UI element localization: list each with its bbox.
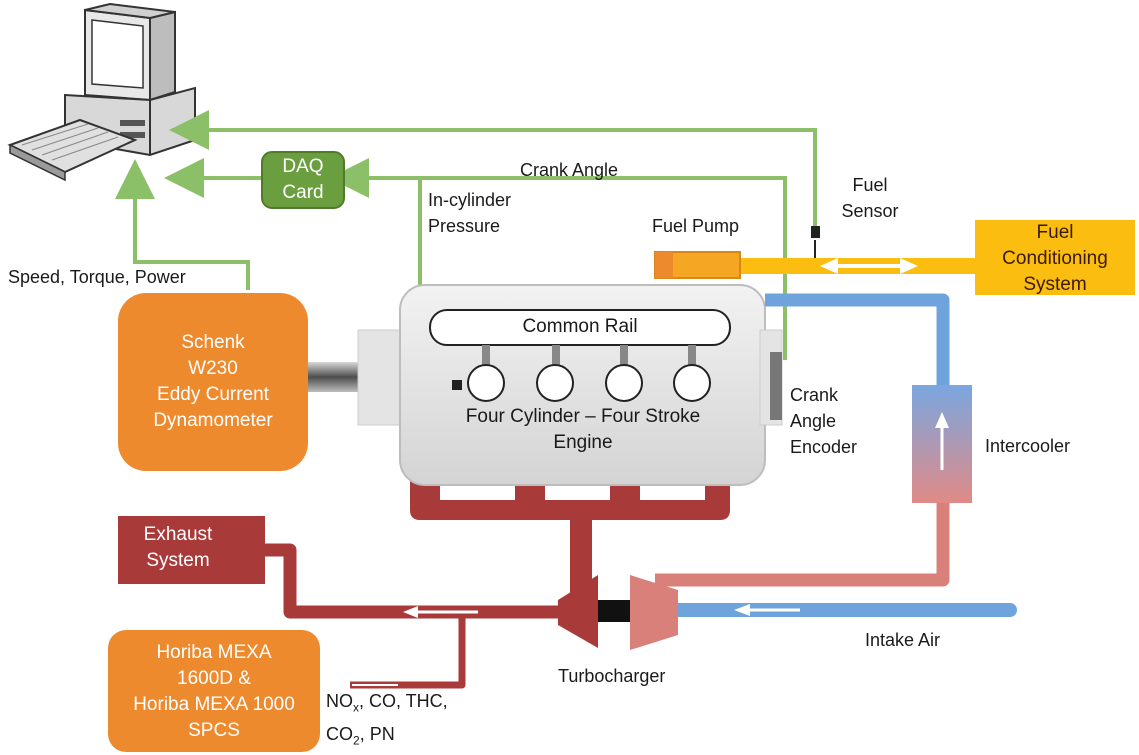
exhaust-line-2: System bbox=[146, 550, 210, 571]
engine-block bbox=[357, 284, 783, 486]
fuel-conditioning-line-1: Fuel bbox=[1036, 222, 1074, 243]
crank-angle-encoder-label: Crank Angle Encoder bbox=[790, 382, 857, 460]
in-cylinder-line-2: Pressure bbox=[428, 216, 501, 236]
exhaust-system-box bbox=[118, 516, 265, 584]
horiba-line-2: 1600D & bbox=[177, 668, 251, 689]
fuel-pump-label: Fuel Pump bbox=[652, 216, 740, 236]
dynamometer-label: Schenk W230 Eddy Current Dynamometer bbox=[118, 330, 308, 434]
horiba-line-4: SPCS bbox=[188, 720, 240, 741]
fuel-sensor-signal-line bbox=[169, 110, 817, 232]
in-cylinder-label: In-cylinder Pressure bbox=[428, 187, 511, 239]
dyno-line-4: Dynamometer bbox=[153, 410, 273, 431]
fuel-sensor-marker bbox=[811, 226, 820, 238]
horiba-line-3: Horiba MEXA 1000 bbox=[133, 694, 295, 715]
speed-torque-power-label: Speed, Torque, Power bbox=[8, 267, 186, 287]
pressure-sensor-marker bbox=[452, 380, 462, 390]
daq-card-label: DAQ Card bbox=[262, 154, 344, 206]
fuel-sensor-line-1: Fuel bbox=[852, 175, 888, 195]
encoder-line-1: Crank bbox=[790, 385, 839, 405]
dyno-line-3: Eddy Current bbox=[157, 384, 269, 405]
intake-air-label: Intake Air bbox=[865, 630, 941, 650]
horiba-line-1: Horiba MEXA bbox=[156, 642, 272, 663]
engine-line-2: Engine bbox=[553, 432, 613, 453]
daq-line-2: Card bbox=[282, 182, 324, 203]
fuel-conditioning-label: Fuel Conditioning System bbox=[975, 220, 1135, 298]
cylinder-1 bbox=[467, 364, 505, 402]
intercooler-label: Intercooler bbox=[985, 436, 1071, 456]
co2-text: CO bbox=[326, 723, 353, 744]
charge-air-path bbox=[655, 293, 1017, 617]
cylinder-2 bbox=[536, 364, 574, 402]
emissions-line-2: CO2, PN bbox=[326, 721, 448, 754]
exhaust-system-label: Exhaust System bbox=[118, 522, 238, 574]
dyno-shaft bbox=[308, 362, 363, 392]
common-rail-label: Common Rail bbox=[522, 316, 638, 337]
co2-subscript: 2 bbox=[353, 733, 360, 748]
horiba-label: Horiba MEXA 1600D & Horiba MEXA 1000 SPC… bbox=[108, 640, 320, 744]
crank-angle-encoder-block bbox=[770, 352, 782, 420]
intake-arrow bbox=[734, 604, 800, 616]
fuel-conditioning-line-2: Conditioning bbox=[1002, 248, 1108, 269]
emissions-rest-1: , CO, THC, bbox=[359, 691, 448, 711]
encoder-line-2: Angle bbox=[790, 411, 837, 431]
horiba-box bbox=[108, 630, 320, 752]
emissions-label: NOx, CO, THC, CO2, PN bbox=[326, 688, 448, 753]
dyno-line-1: Schenk bbox=[181, 332, 245, 353]
dyno-line-2: W230 bbox=[188, 358, 238, 379]
emissions-line-1: NOx, CO, THC, bbox=[326, 688, 448, 721]
fuel-line bbox=[654, 220, 1135, 295]
dynamometer bbox=[118, 293, 363, 471]
cylinder-4 bbox=[673, 364, 711, 402]
intercooler bbox=[912, 385, 972, 503]
speed-signal-line bbox=[115, 159, 250, 290]
exhaust-arrows bbox=[352, 606, 478, 686]
exhaust-manifold bbox=[410, 470, 730, 595]
computer-icon bbox=[7, 2, 196, 182]
common-rail bbox=[429, 309, 731, 346]
engine-label: Four Cylinder – Four Stroke Engine bbox=[408, 404, 758, 456]
fuel-conditioning-box bbox=[975, 220, 1135, 295]
crank-angle-label: Crank Angle bbox=[520, 160, 619, 180]
exhaust-line-1: Exhaust bbox=[143, 524, 213, 545]
nox-text: NO bbox=[326, 691, 353, 711]
turbocharger-label: Turbocharger bbox=[558, 666, 666, 686]
engine-line-1: Four Cylinder – Four Stroke bbox=[465, 406, 701, 427]
emissions-rest-2: , PN bbox=[359, 723, 395, 744]
nox-subscript: x bbox=[353, 700, 359, 715]
fuel-sensor-line-2: Sensor bbox=[841, 201, 899, 221]
turbocharger bbox=[558, 575, 678, 650]
encoder-line-3: Encoder bbox=[790, 437, 858, 457]
fuel-conditioning-line-3: System bbox=[1023, 274, 1087, 295]
daq-card bbox=[261, 151, 345, 209]
daq-line-1: DAQ bbox=[282, 156, 324, 177]
fuel-sensor-label: Fuel Sensor bbox=[830, 172, 910, 224]
cylinder-3 bbox=[605, 364, 643, 402]
in-cylinder-line-1: In-cylinder bbox=[428, 190, 512, 210]
